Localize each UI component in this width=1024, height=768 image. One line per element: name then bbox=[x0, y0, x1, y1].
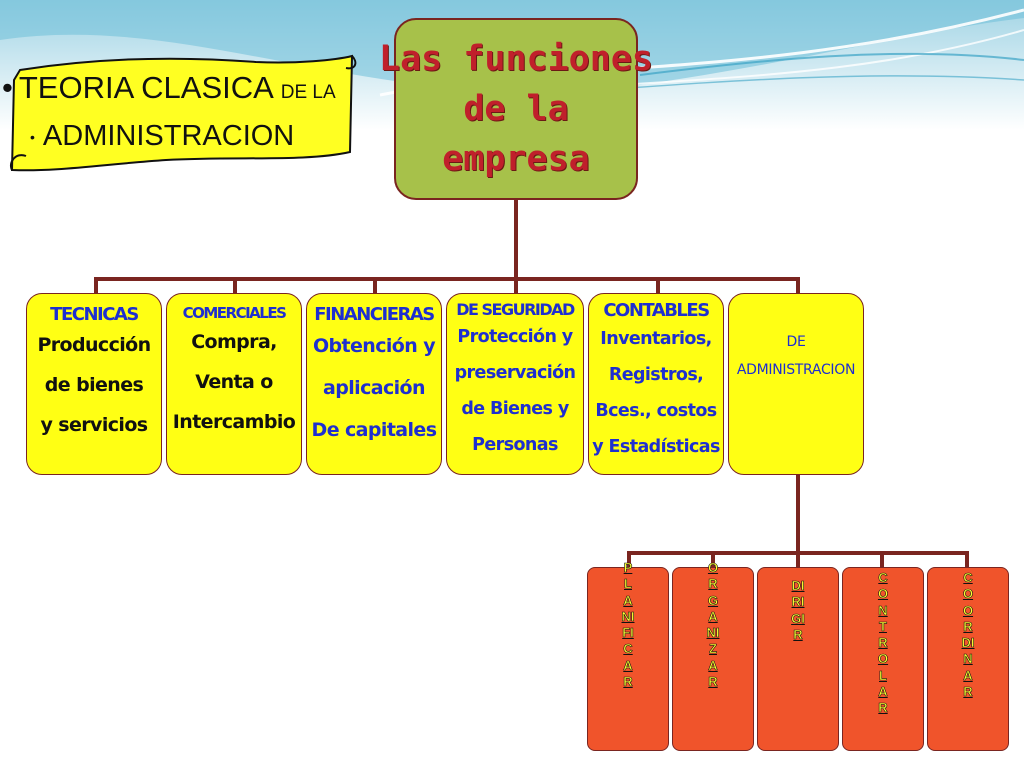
admin-box-controlar: CONTROLAR bbox=[842, 567, 924, 751]
function-line: de Bienes y bbox=[461, 399, 569, 419]
function-line: y Estadísticas bbox=[592, 437, 720, 457]
root-title-line-3: empresa bbox=[442, 139, 590, 179]
function-head: DE ADMINISTRACION bbox=[736, 334, 856, 378]
admin-box-coordinar: COORDINAR bbox=[927, 567, 1009, 751]
admin-box-organizar: ORGANIZAR bbox=[672, 560, 754, 751]
header-line-1: •TEORIA CLASICA DE LA bbox=[2, 70, 336, 106]
function-line: de bienes bbox=[44, 374, 144, 396]
admin-box-planificar: PLANIFICAR bbox=[587, 560, 669, 751]
function-box-financieras: FINANCIERAS Obtención y aplicación De ca… bbox=[306, 293, 442, 475]
function-line: Producción bbox=[37, 334, 151, 356]
root-node: Las funciones de la empresa bbox=[379, 18, 653, 200]
connector-drop bbox=[796, 551, 800, 568]
connector-drop bbox=[711, 551, 715, 568]
connector-root-stem bbox=[514, 200, 518, 280]
connector-drop bbox=[373, 277, 377, 294]
admin-function-label: CONTROLAR bbox=[877, 570, 889, 716]
function-head: CONTABLES bbox=[603, 300, 710, 321]
function-line: Personas bbox=[472, 435, 558, 455]
connector-drop bbox=[965, 551, 969, 568]
function-line: Intercambio bbox=[172, 411, 296, 433]
function-line: De capitales bbox=[311, 419, 437, 441]
header-line1-small: DE LA bbox=[280, 82, 336, 103]
function-head: TECNICAS bbox=[50, 304, 139, 325]
connector-drop bbox=[880, 551, 884, 568]
function-line: Venta o bbox=[195, 371, 273, 393]
function-head: FINANCIERAS bbox=[314, 304, 435, 325]
function-box-seguridad: DE SEGURIDAD Protección y preservación d… bbox=[446, 293, 584, 475]
connector-admin-stem bbox=[796, 475, 800, 553]
function-box-comerciales: COMERCIALES Compra, Venta o Intercambio bbox=[166, 293, 302, 475]
function-head: COMERCIALES bbox=[182, 304, 287, 322]
function-line: preservación bbox=[454, 363, 576, 383]
title-scroll-banner bbox=[10, 54, 357, 172]
bullet-icon: • bbox=[30, 129, 35, 146]
connector-drop bbox=[94, 277, 98, 294]
connector-drop bbox=[627, 551, 631, 568]
root-title-line-1: Las funciones bbox=[379, 39, 653, 79]
connector-drop bbox=[656, 277, 660, 294]
function-head: DE SEGURIDAD bbox=[456, 300, 575, 319]
admin-function-label: COORDINAR bbox=[961, 570, 975, 700]
connector-drop bbox=[233, 277, 237, 294]
admin-function-label: ORGANIZAR bbox=[706, 560, 720, 690]
function-box-contables: CONTABLES Inventarios, Registros, Bces.,… bbox=[588, 293, 724, 475]
connector-level1-bar bbox=[94, 277, 800, 281]
connector-drop bbox=[514, 277, 518, 294]
header-line-2: • ADMINISTRACION bbox=[30, 120, 294, 153]
header-line2-text: ADMINISTRACION bbox=[42, 120, 295, 152]
root-title-line-2: de la bbox=[463, 89, 569, 129]
admin-function-label: DIRIGIR bbox=[791, 578, 805, 642]
admin-function-label: PLANIFICAR bbox=[621, 560, 635, 690]
function-box-tecnicas: TECNICAS Producción de bienes y servicio… bbox=[26, 293, 162, 475]
function-box-administracion: DE ADMINISTRACION bbox=[728, 293, 864, 475]
function-line: Obtención y bbox=[312, 335, 436, 357]
bullet-icon: • bbox=[2, 70, 13, 105]
function-line: Registros, bbox=[608, 365, 704, 385]
function-line: Inventarios, bbox=[600, 329, 712, 349]
function-line: Bces., costos bbox=[595, 401, 717, 421]
function-line: Protección y bbox=[457, 327, 573, 347]
function-line: y servicios bbox=[40, 414, 148, 436]
connector-drop bbox=[796, 277, 800, 294]
header-line1-main: TEORIA CLASICA bbox=[18, 70, 273, 105]
admin-box-dirigir: DIRIGIR bbox=[757, 567, 839, 751]
function-line: Compra, bbox=[191, 331, 277, 353]
function-line: aplicación bbox=[323, 377, 425, 399]
